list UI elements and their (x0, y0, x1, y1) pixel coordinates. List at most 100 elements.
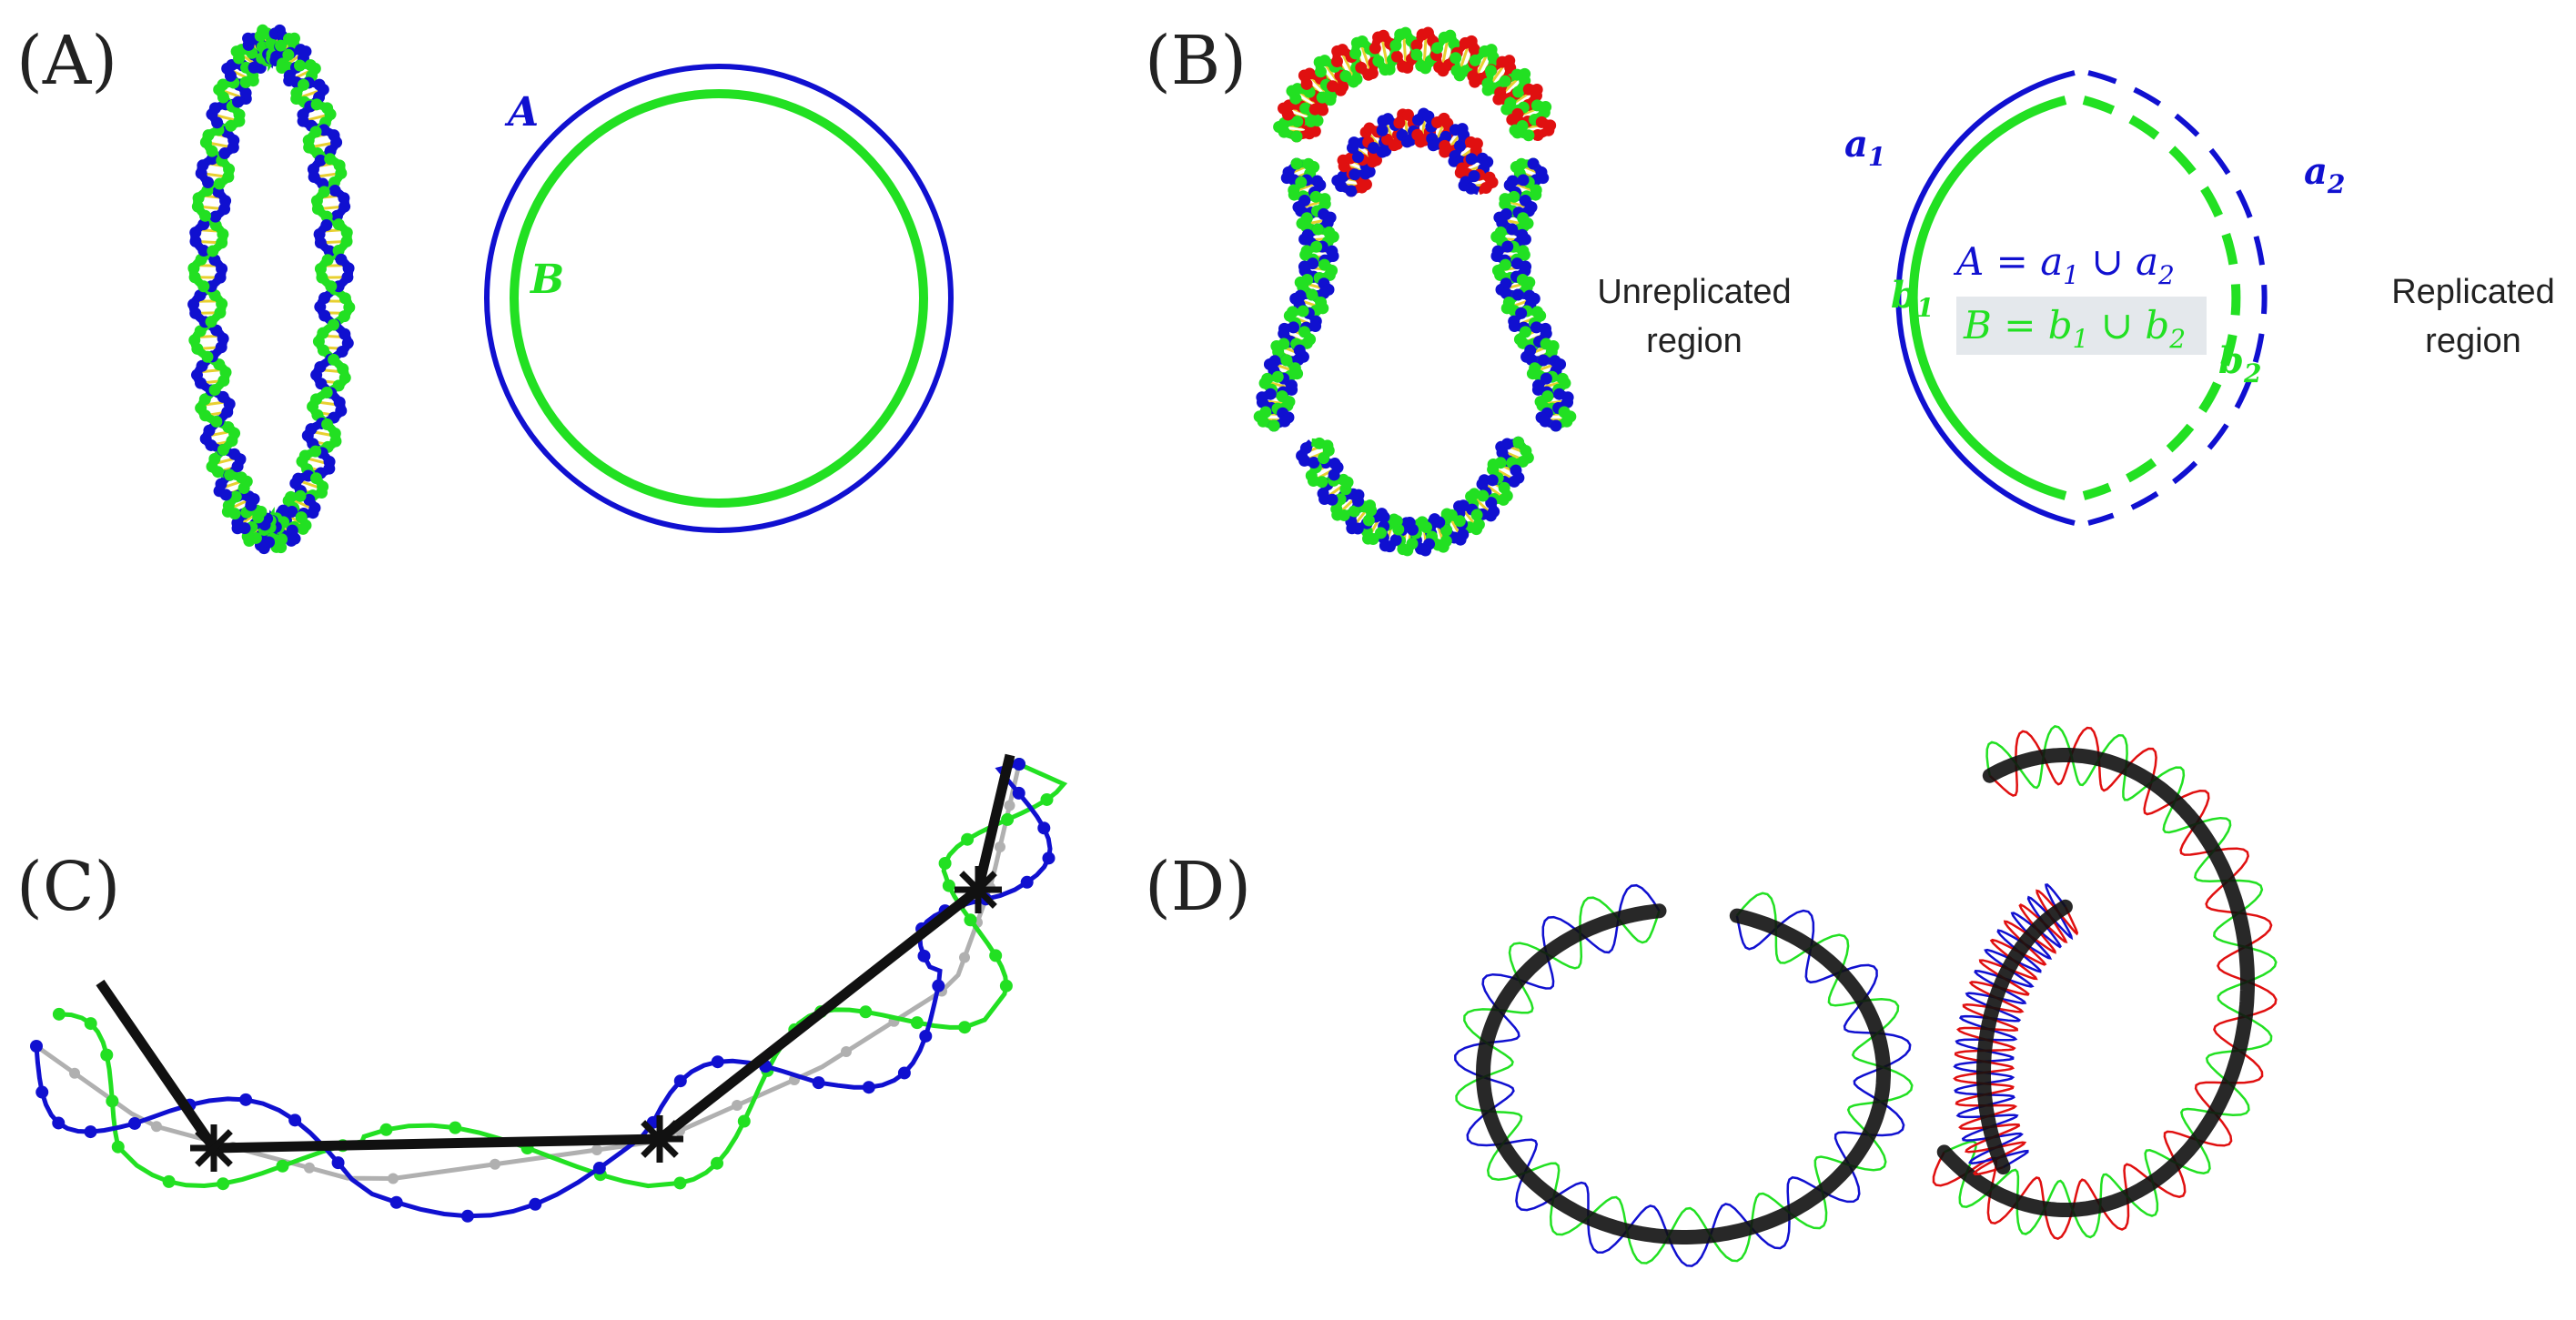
axis-point (69, 1067, 80, 1079)
nucleotide (1303, 67, 1316, 80)
nucleotide (228, 448, 241, 460)
nucleotide (341, 337, 354, 349)
nucleotide (310, 368, 323, 381)
nucleotide (340, 227, 353, 239)
nucleotide (206, 145, 218, 157)
nucleotide (1508, 475, 1520, 488)
nucleotide (1348, 136, 1360, 149)
nucleotide (1309, 190, 1322, 203)
nucleotide (208, 288, 221, 301)
nucleotide (343, 301, 356, 314)
nucleotide (1309, 319, 1322, 332)
axis-point (959, 952, 970, 963)
strand-a2-arc (2087, 70, 2268, 526)
nucleotide (187, 298, 200, 311)
nucleotide (1453, 515, 1466, 528)
nucleotide (1376, 124, 1389, 136)
star-marker (190, 1124, 237, 1172)
panel-c-label: (C) (16, 848, 120, 926)
nucleotide (1539, 415, 1551, 428)
equation-b: B = b1 ∪ b2 (1963, 303, 2186, 354)
axis-point (1004, 800, 1015, 811)
nucleotide (1372, 55, 1385, 67)
nucleotide (1337, 80, 1349, 93)
nucleotide (239, 1093, 253, 1106)
nucleotide (1268, 419, 1280, 432)
nucleotide (162, 1174, 176, 1188)
nucleotide (938, 857, 952, 871)
nucleotide (217, 227, 229, 240)
label-a1: a1 (1844, 123, 1885, 172)
nucleotide (297, 522, 309, 535)
axis-point (732, 1100, 742, 1111)
nucleotide (223, 163, 236, 176)
nucleotide (197, 159, 209, 172)
nucleotide (1515, 307, 1528, 319)
nucleotide (1530, 188, 1542, 201)
nucleotide (188, 334, 201, 347)
panel-b-replication-bubble (1253, 26, 1577, 557)
nucleotide (1318, 55, 1331, 67)
nucleotide (199, 209, 212, 222)
nucleotide (209, 210, 222, 223)
thin-strand (1455, 892, 1914, 1265)
nucleotide (1356, 35, 1369, 47)
nucleotide (214, 307, 227, 319)
nucleotide (217, 444, 229, 457)
nucleotide (1290, 130, 1303, 143)
nucleotide (307, 507, 319, 519)
nucleotide (1013, 758, 1025, 771)
nucleotide (239, 86, 252, 99)
nucleotide (216, 263, 228, 276)
nucleotide (336, 345, 349, 358)
nucleotide (309, 126, 322, 138)
nucleotide (1501, 240, 1514, 253)
nucleotide (217, 1177, 230, 1191)
nucleotide (1469, 54, 1481, 66)
axis-point (591, 1144, 602, 1155)
nucleotide (1300, 337, 1313, 349)
nucleotide (1042, 851, 1056, 865)
nucleotide (189, 235, 202, 247)
strand-blue (34, 761, 1053, 1219)
nucleotide (942, 879, 955, 892)
nucleotide (188, 271, 201, 284)
nucleotide (1542, 124, 1555, 136)
dna-helix-replicated-inner (1331, 107, 1499, 197)
nucleotide (52, 1007, 66, 1021)
nucleotide (216, 297, 228, 310)
nucleotide (1530, 321, 1542, 334)
nucleotide (958, 1021, 972, 1034)
nucleotide (331, 1156, 345, 1170)
nucleotide (964, 913, 977, 927)
nucleotide (1272, 346, 1285, 358)
nucleotide (1348, 505, 1360, 518)
nucleotide (529, 1197, 542, 1211)
nucleotide (207, 245, 219, 257)
nucleotide (1310, 240, 1323, 253)
nucleotide (1508, 190, 1520, 203)
nucleotide (917, 949, 931, 962)
nucleotide (202, 129, 215, 142)
nucleotide (1453, 140, 1466, 153)
nucleotide (338, 327, 351, 340)
nucleotide (1561, 396, 1574, 408)
nucleotide (1377, 29, 1389, 42)
nucleotide (1561, 415, 1573, 428)
nucleotide (1500, 287, 1512, 299)
nucleotide (1291, 83, 1304, 96)
nucleotide (229, 490, 242, 503)
nucleotide (309, 445, 322, 458)
nucleotide (312, 335, 325, 348)
panel-b: (B) a1 a2 b1 b2 A = a1 ∪ a2 (1145, 22, 2555, 557)
nucleotide (282, 48, 295, 61)
axis-point (841, 1046, 852, 1057)
nucleotide (321, 418, 334, 430)
nucleotide (919, 1029, 933, 1043)
nucleotide (208, 254, 221, 267)
nucleotide (335, 167, 348, 180)
nucleotide (191, 200, 204, 213)
panel-d: (D) (1145, 725, 2278, 1267)
nucleotide (1468, 170, 1480, 183)
